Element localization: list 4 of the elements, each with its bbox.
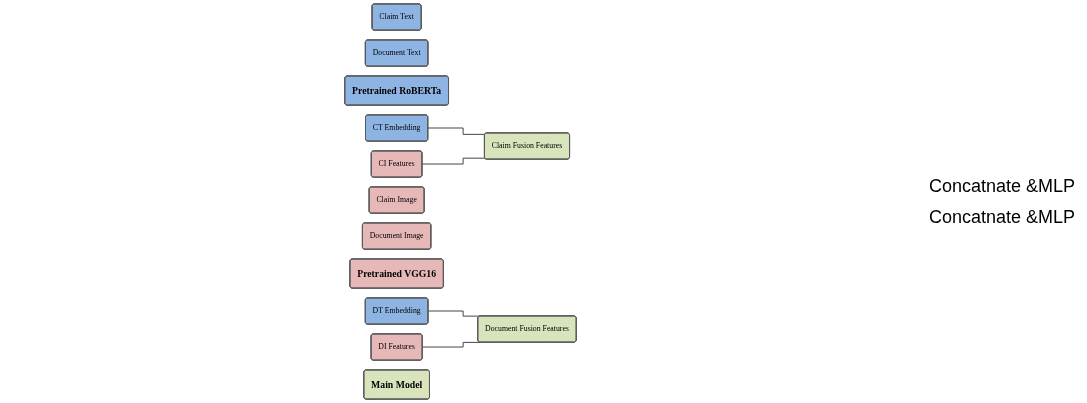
connector [427, 127, 486, 135]
connector [421, 157, 486, 165]
annotation-text: Concatnate &MLP [929, 175, 1077, 197]
annotation-text: Concatnate &MLP [929, 206, 1077, 228]
